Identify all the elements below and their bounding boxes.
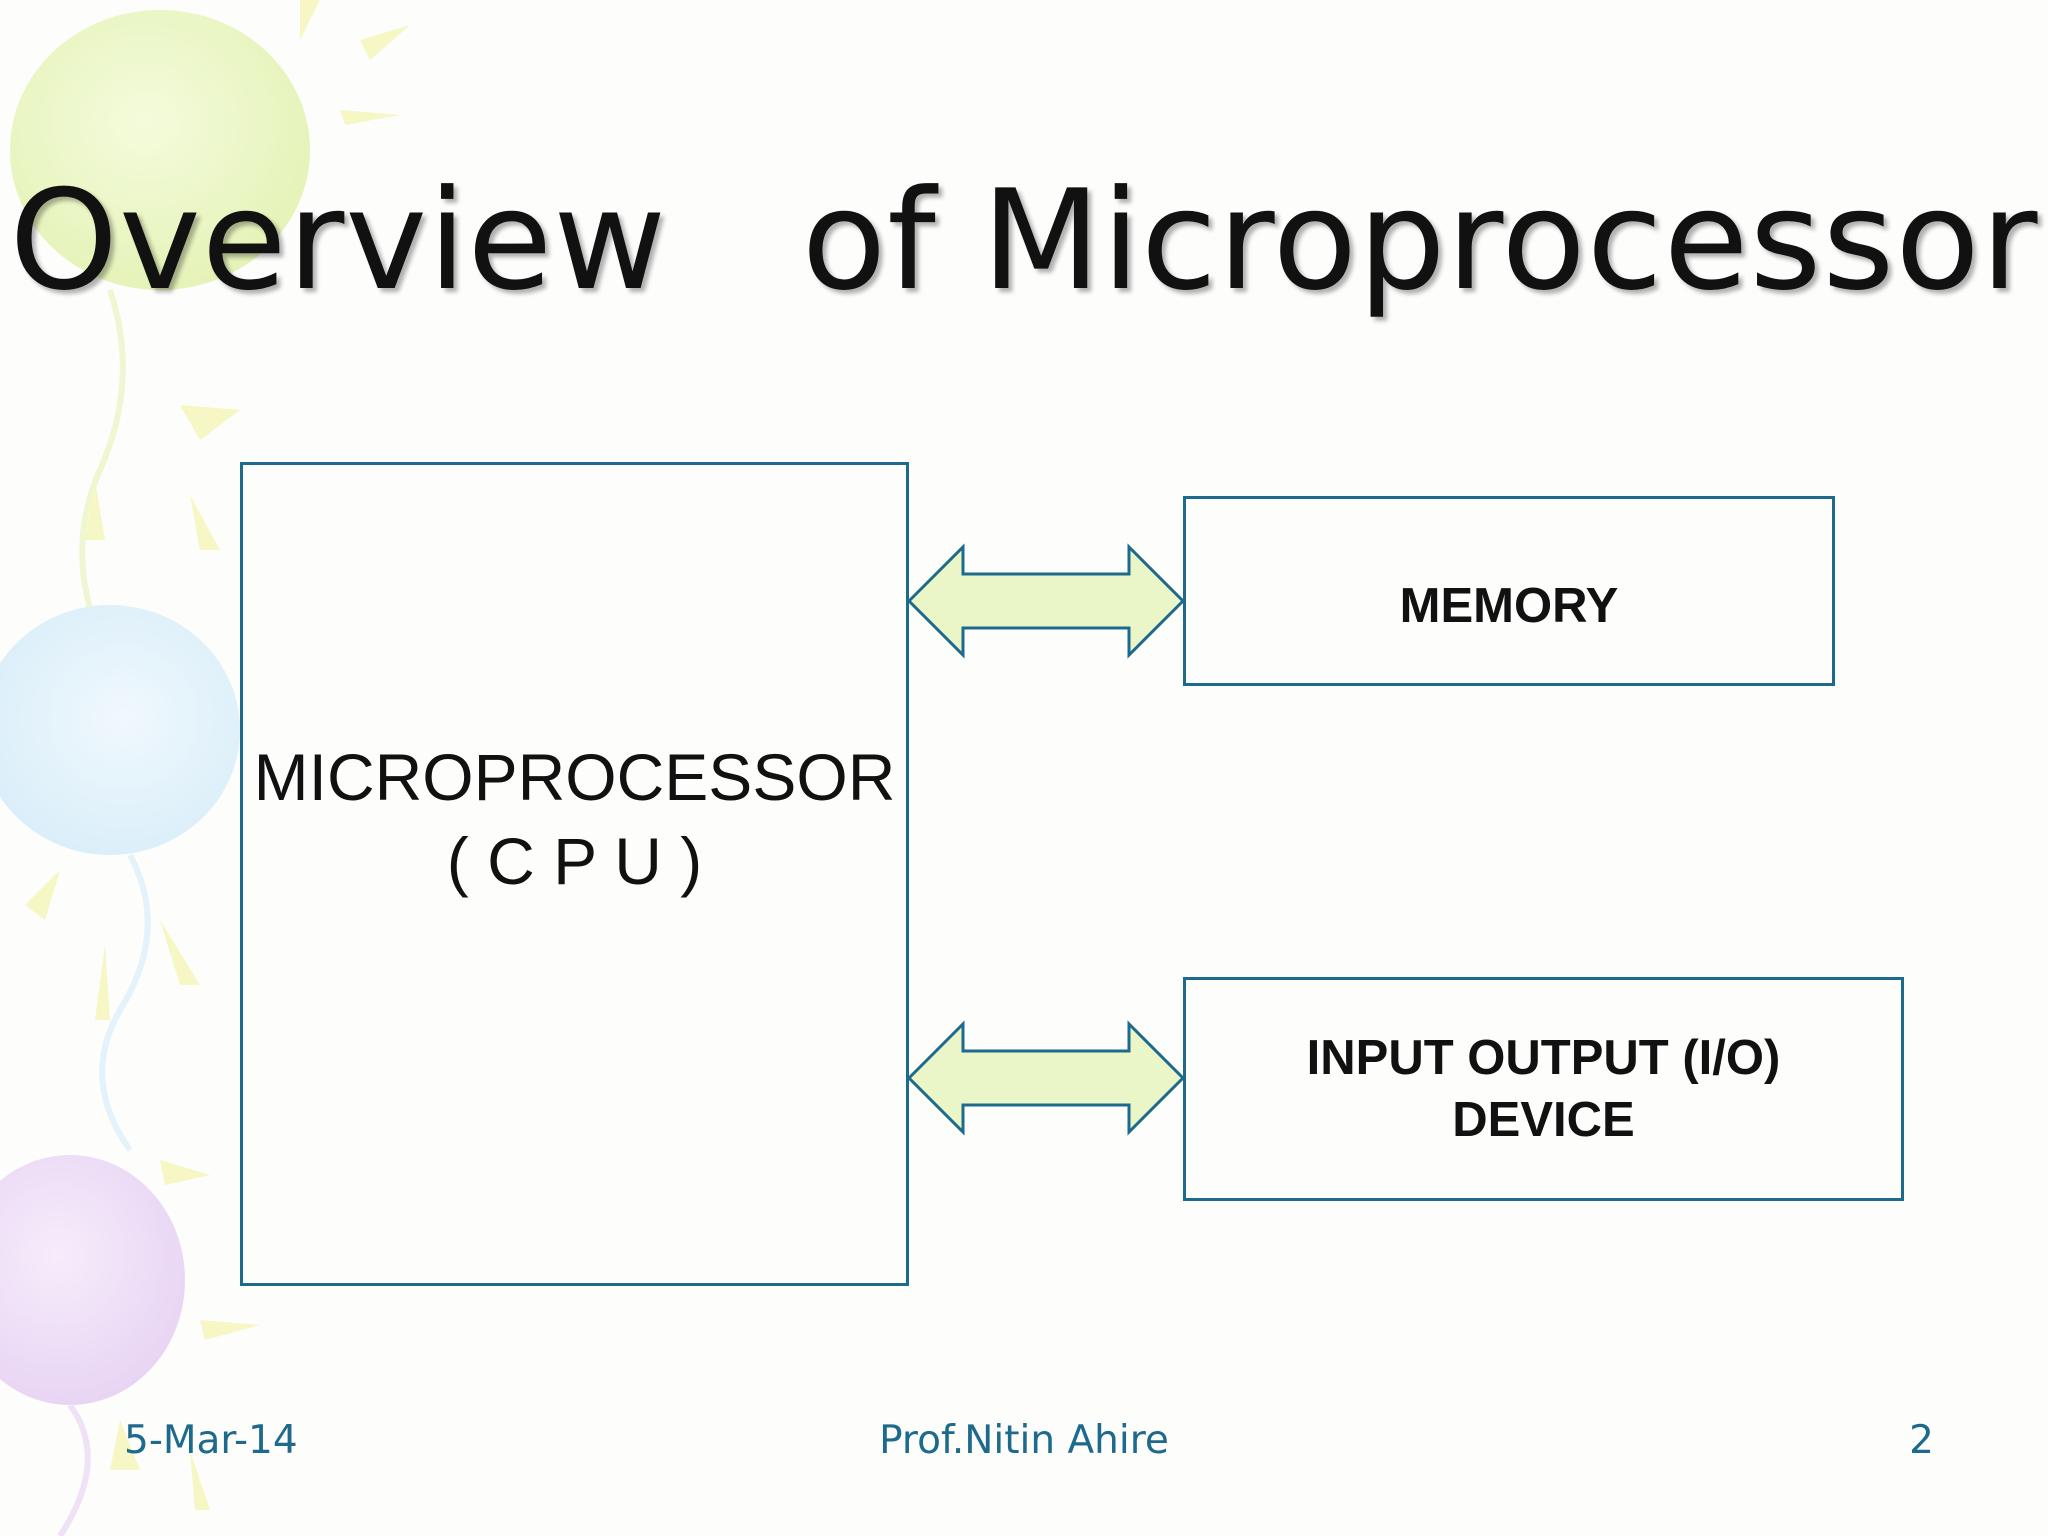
page-number: 2 xyxy=(1909,1418,1934,1463)
memory-box: MEMORY xyxy=(1183,496,1835,686)
cpu-label: MICROPROCESSOR ( C P U ) xyxy=(254,735,896,903)
purple-balloon-icon xyxy=(0,1155,185,1536)
footer-author: Prof.Nitin Ahire xyxy=(879,1418,1169,1463)
io-label-line1: INPUT OUTPUT (I/O) xyxy=(1306,1031,1781,1085)
cpu-memory-double-arrow xyxy=(906,543,1186,659)
sparkle-rays-icon xyxy=(25,0,410,1510)
io-device-box: INPUT OUTPUT (I/O) DEVICE xyxy=(1183,977,1904,1201)
footer-date: 5-Mar-14 xyxy=(124,1418,298,1463)
io-label: INPUT OUTPUT (I/O) DEVICE xyxy=(1307,1027,1781,1151)
slide-title: Overview of Microprocessor xyxy=(9,160,2039,321)
blue-balloon-icon xyxy=(0,605,240,1152)
memory-label: MEMORY xyxy=(1399,579,1619,633)
io-label-line2: DEVICE xyxy=(1452,1093,1635,1147)
microprocessor-box: MICROPROCESSOR ( C P U ) xyxy=(240,462,909,1286)
cpu-label-line2: ( C P U ) xyxy=(446,824,703,898)
cpu-io-double-arrow xyxy=(906,1020,1186,1136)
cpu-label-line1: MICROPROCESSOR xyxy=(253,740,896,814)
green-balloon-icon xyxy=(10,10,310,662)
